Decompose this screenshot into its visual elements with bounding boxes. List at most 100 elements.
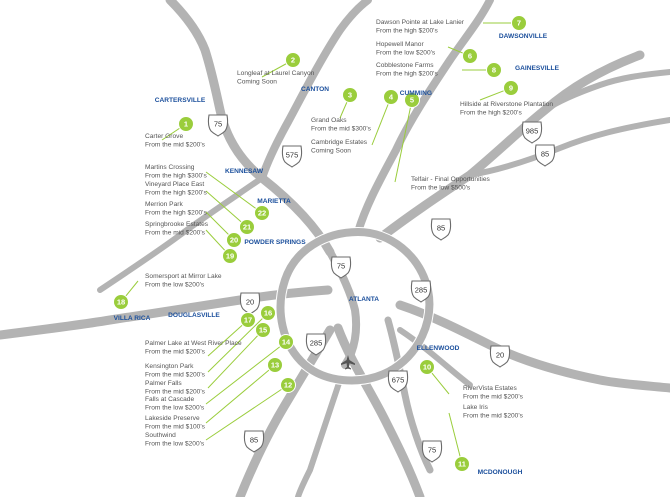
numbered-circle-marker [511,15,527,31]
community-marker-9[interactable]: 9 [503,80,519,96]
community-name: Telfair - Final Opportunities [411,176,490,183]
marker-number: 3 [348,91,352,100]
community-price: From the mid $200's [145,142,206,149]
interstate-number: 985 [526,127,539,136]
numbered-circle-marker [267,357,283,373]
leader-line-11 [448,412,463,465]
community-marker-19[interactable]: 19 [222,248,238,264]
marker-number: 14 [282,338,291,347]
numbered-circle-marker [404,92,420,108]
community-marker-7[interactable]: 7 [511,15,527,31]
interstate-shield-icon: 985 [521,121,543,144]
numbered-circle-marker [222,248,238,264]
community-price: From the low $200's [145,282,205,289]
interstate-number: 85 [541,150,549,159]
city-label-canton: CANTON [301,86,329,93]
numbered-circle-marker [383,89,399,105]
community-marker-12[interactable]: 12 [280,377,296,393]
community-marker-17[interactable]: 17 [240,312,256,328]
interstate-shield-icon: 75 [330,256,352,279]
community-price: From the low $500's [411,185,471,192]
community-name: Falls at Cascade [145,396,194,403]
community-marker-22[interactable]: 22 [254,205,270,221]
community-marker-4[interactable]: 4 [383,89,399,105]
leader-line-21 [205,190,248,228]
numbered-circle-marker [278,334,294,350]
community-marker-14[interactable]: 14 [278,334,294,350]
community-price: From the mid $200's [145,372,206,379]
i675-road [384,316,434,474]
community-marker-21[interactable]: 21 [239,219,255,235]
community-marker-6[interactable]: 6 [462,48,478,64]
marker-number: 2 [291,56,295,65]
community-marker-18[interactable]: 18 [113,294,129,310]
community-price: From the low $200's [376,50,436,57]
numbered-circle-marker [113,294,129,310]
community-name: Cambridge Estates [311,139,368,146]
interstate-number: 85 [250,436,258,445]
leader-line-22 [205,171,263,214]
leader-line-13 [205,364,276,424]
community-name: Cobblestone Farms [376,62,434,69]
city-label-powder-springs: POWDER SPRINGS [244,239,306,246]
community-name: Longleaf at Laurel Canyon [237,70,315,77]
community-marker-13[interactable]: 13 [267,357,283,373]
leader-line-15 [207,329,264,389]
numbered-circle-marker [239,219,255,235]
marker-number: 6 [468,52,472,61]
community-price: From the mid $200's [145,389,206,396]
interstate-number: 575 [286,151,299,160]
numbered-circle-marker [342,87,358,103]
community-marker-10[interactable]: 10 [419,359,435,375]
community-marker-11[interactable]: 11 [454,456,470,472]
city-label-douglasville: DOUGLASVILLE [168,312,220,319]
community-marker-16[interactable]: 16 [260,305,276,321]
community-marker-5[interactable]: 5 [404,92,420,108]
community-marker-20[interactable]: 20 [226,232,242,248]
community-marker-3[interactable]: 3 [342,87,358,103]
marker-number: 18 [117,298,125,307]
interstate-number: 20 [496,351,504,360]
community-price: From the high $300's [145,173,207,180]
marker-number: 8 [492,66,496,75]
community-price: From the mid $200's [145,230,206,237]
marker-number: 1 [184,120,188,129]
i20-east-road [395,300,670,393]
numbered-circle-marker [462,48,478,64]
airplane-icon [341,355,355,370]
interstate-shield-icon: 75 [207,114,229,137]
community-marker-15[interactable]: 15 [255,322,271,338]
community-marker-8[interactable]: 8 [486,62,502,78]
community-price: From the mid $300's [311,126,372,133]
community-marker-1[interactable]: 1 [178,116,194,132]
interstate-shield-icon: 285 [410,280,432,303]
numbered-circle-marker [226,232,242,248]
marker-number: 15 [259,326,267,335]
community-marker-2[interactable]: 2 [285,52,301,68]
